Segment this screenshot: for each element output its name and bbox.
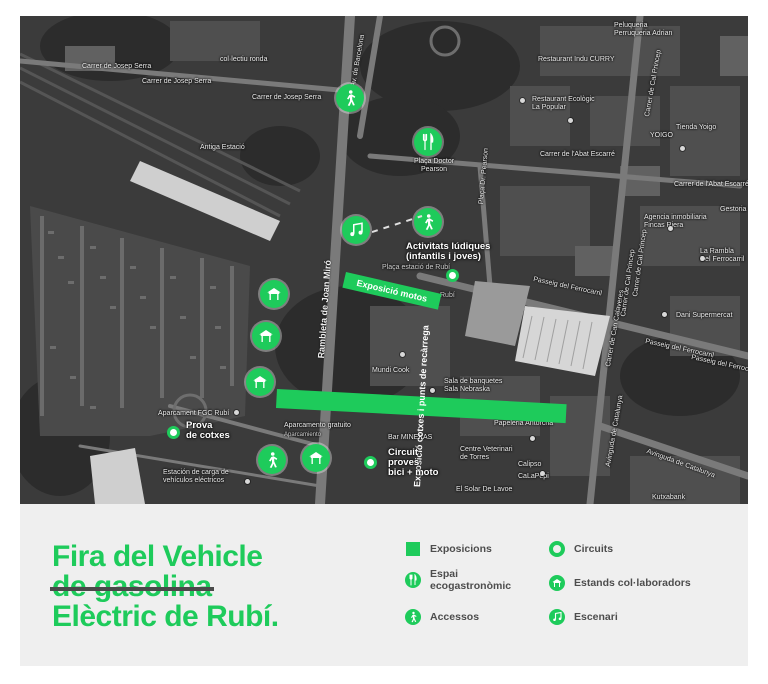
access-pin[interactable] <box>336 84 364 112</box>
event-title: Fira del Vehicle de gasolina Elèctric de… <box>50 540 279 633</box>
place-label: Restaurant Indu CURRY <box>538 56 615 63</box>
legend-item-escenari: Escenari <box>548 608 618 626</box>
place-label: Bar MINEKAS <box>388 434 433 441</box>
ring-icon <box>549 541 565 557</box>
place-label: Centre Veterinari de Torres <box>460 446 513 461</box>
legend-item-espai: Espai ecogastronòmic <box>404 568 511 592</box>
stand-pin[interactable] <box>246 368 274 396</box>
poi-dot[interactable] <box>234 410 239 415</box>
place-label: Plaça Doctor Pearson <box>414 158 455 173</box>
poi-dot[interactable] <box>680 146 685 151</box>
poi-dot[interactable] <box>530 436 535 441</box>
tent-stand-icon <box>267 288 281 300</box>
tent-stand-icon <box>309 452 323 464</box>
place-label: La Rambla Del Ferrocarril <box>700 248 745 263</box>
music-note-icon <box>350 222 363 237</box>
place-label: Kutxabank <box>652 494 686 501</box>
access-pin[interactable] <box>258 446 286 474</box>
stand-pin[interactable] <box>302 444 330 472</box>
tent-stand-icon <box>253 376 267 388</box>
map-base-imagery <box>20 16 748 504</box>
place-label: El Solar De Lavoe <box>456 486 513 493</box>
tent-stand-icon <box>552 579 562 587</box>
stand-pin[interactable] <box>252 322 280 350</box>
walking-person-icon <box>269 452 278 468</box>
place-label: Aparcamento gratuito <box>284 422 351 429</box>
place-label: Calipso <box>518 461 542 468</box>
walking-person-icon <box>425 214 434 230</box>
legend-item-exposicions: Exposicions <box>404 540 492 558</box>
place-label: Gestoria <box>720 206 747 213</box>
place-label: Restaurant Ecològic La Popular <box>532 96 595 111</box>
poi-dot[interactable] <box>668 226 673 231</box>
street-label: Carrer de Josep Serra <box>142 78 212 85</box>
poi-dot[interactable] <box>430 388 435 393</box>
crosswalk-lines <box>372 215 423 233</box>
prova-cotxes-label: Prova de cotxes <box>186 420 230 441</box>
street-label: Carrer de Josep Serra <box>82 63 152 70</box>
walking-person-icon <box>347 90 356 106</box>
poi-dot[interactable] <box>568 118 573 123</box>
walking-person-icon <box>411 611 417 623</box>
place-label: Rubí <box>440 292 455 299</box>
place-label: Plaça estació de Rubí <box>382 264 451 271</box>
poi-dot[interactable] <box>662 312 667 317</box>
stand-pin[interactable] <box>260 280 288 308</box>
legend-panel: Fira del Vehicle de gasolina Elèctric de… <box>20 504 748 666</box>
legend-item-circuits: Circuits <box>548 540 613 558</box>
place-label: CaLaPepi <box>518 473 549 480</box>
title-struck-gasolina: de gasolina <box>50 570 214 603</box>
place-label: col·lectiu ronda <box>220 56 268 63</box>
title-line-3: Elèctric de Rubí. <box>52 600 279 633</box>
place-label: Aparcament FGC Rubí <box>158 410 230 417</box>
poi-dot[interactable] <box>540 471 545 476</box>
place-label: Peluqueria Perruqueria Adrian <box>614 22 673 37</box>
legend-item-accessos: Accessos <box>404 608 479 626</box>
place-label: Antiga Estació <box>200 144 245 151</box>
escenari-pin[interactable] <box>342 216 370 244</box>
circuit-activitats-marker[interactable] <box>446 269 459 282</box>
street-label: Carrer de Josep Serra <box>252 94 322 101</box>
access-pin[interactable] <box>414 208 442 236</box>
poi-dot[interactable] <box>520 98 525 103</box>
poi-dot[interactable] <box>400 352 405 357</box>
poi-dot[interactable] <box>245 479 250 484</box>
circuit-prova-marker[interactable] <box>167 426 180 439</box>
place-label: Mundi Cook <box>372 367 410 374</box>
activitats-label: Activitats lúdiques (infantils i joves) <box>406 241 491 262</box>
tent-stand-icon <box>259 330 273 342</box>
street-label: Carrer de l'Abat Escarré <box>674 181 748 188</box>
music-note-icon <box>553 611 562 622</box>
place-label: Papeleria Antorcha <box>494 420 554 427</box>
satellite-map[interactable]: Carrer de Josep Serra Carrer de Josep Se… <box>20 16 748 504</box>
place-label: Agencia inmobiliaria Fincas Riera <box>644 214 707 229</box>
place-label: Estación de carga de vehículos eléctrico… <box>163 469 229 484</box>
ecogastronomic-pin[interactable] <box>414 128 442 156</box>
fork-knife-icon <box>422 133 434 151</box>
fork-knife-icon <box>409 574 417 586</box>
title-line-1: Fira del Vehicle <box>52 540 263 573</box>
place-label: Dani Supermercat <box>676 312 733 319</box>
circuit-label: Circuit proves bici + moto <box>388 447 439 478</box>
circuit-bici-moto-marker[interactable] <box>364 456 377 469</box>
place-label: Sala de banquetes Sala Nebraska <box>444 378 503 393</box>
poi-dot[interactable] <box>700 256 705 261</box>
green-square-icon <box>406 542 420 556</box>
event-map-card: Carrer de Josep Serra Carrer de Josep Se… <box>20 16 748 666</box>
place-label: Tienda Yoigo <box>676 124 717 131</box>
place-label: YOIGO <box>650 132 673 139</box>
legend-item-estands: Estands col·laboradors <box>548 574 691 592</box>
street-label: Carrer de l'Abat Escarré <box>540 151 615 158</box>
place-label: Aparcamiento <box>284 432 322 438</box>
